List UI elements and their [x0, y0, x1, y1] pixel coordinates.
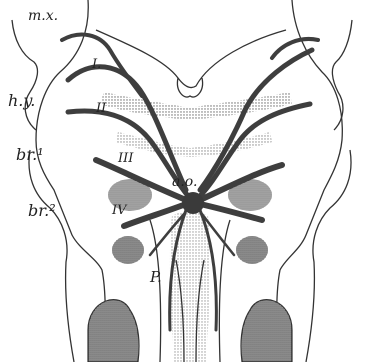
label-arch-2: II	[95, 101, 107, 116]
label-branchial-2: br.²	[28, 201, 56, 220]
label-hyoid: h.y.	[8, 91, 35, 110]
label-mandibular: m.x.	[28, 8, 58, 24]
aorta-junction	[182, 192, 204, 214]
label-arch-3: III	[117, 151, 134, 166]
label-arch-4: IV	[111, 203, 128, 218]
label-aorta: a.o.	[172, 174, 197, 190]
label-pericardium: P.	[149, 268, 162, 286]
label-branchial-1: br.¹	[16, 145, 44, 164]
label-arch-1: I.	[91, 57, 101, 72]
